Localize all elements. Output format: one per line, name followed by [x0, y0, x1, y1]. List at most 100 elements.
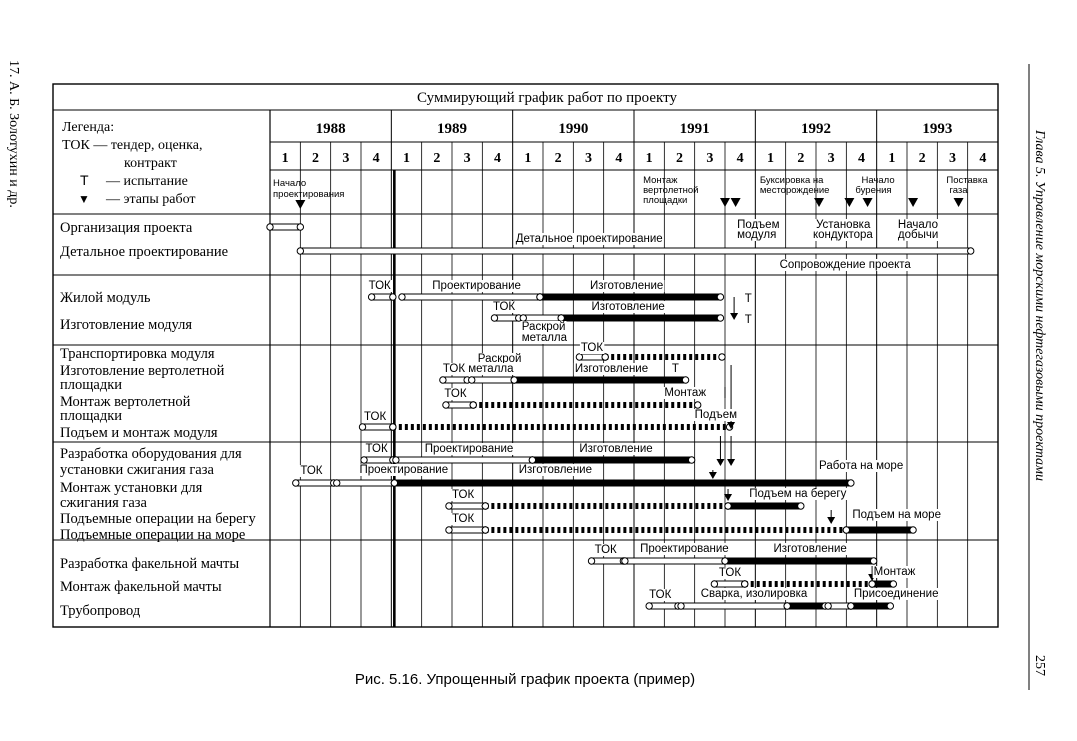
milestone-label: бурения — [855, 185, 891, 196]
activity-label: Т — [745, 314, 752, 326]
bar-start-node — [445, 502, 453, 510]
activity-label: Изготовление — [519, 464, 592, 476]
bar-open — [445, 401, 474, 409]
dependency-arrowhead — [827, 517, 836, 524]
activity-label-bg — [590, 301, 666, 313]
bar-solid — [872, 580, 894, 588]
activity-label: Проектирование — [359, 464, 448, 476]
activity-label: Раскрой — [478, 353, 522, 365]
quarter-label: 2 — [676, 151, 683, 166]
year-label: 1991 — [680, 121, 710, 137]
bar-open — [448, 502, 486, 510]
activity-label-bg — [589, 280, 665, 292]
row-label: Детальное проектирование — [60, 244, 228, 260]
quarter-label: 2 — [433, 151, 440, 166]
bar-start-node — [389, 423, 397, 431]
row-label: Трубопровод — [60, 603, 141, 619]
dependency-arrowhead — [716, 459, 725, 466]
bar-start-node — [783, 602, 791, 610]
bar-end-node — [847, 479, 855, 487]
bar-end-node — [694, 401, 702, 409]
activity-label-bg — [748, 488, 848, 500]
row-label: Изготовление модуля — [60, 317, 192, 333]
bar-start-node — [510, 376, 518, 384]
chart-title: Суммирующий график работ по проекту — [417, 90, 677, 106]
activity-label: Подъем — [737, 219, 779, 231]
quarter-label: 1 — [888, 151, 895, 166]
row-label: площадки — [60, 408, 122, 424]
quarter-label: 3 — [585, 151, 592, 166]
activity-label-bg — [520, 321, 567, 333]
activity-label-bg — [743, 314, 753, 326]
bar-start-node — [398, 293, 406, 301]
stage-triangle — [953, 198, 964, 207]
activity-label: ТОК — [369, 280, 391, 292]
bar-end-node — [797, 502, 805, 510]
activity-label: Проектирование — [425, 443, 514, 455]
activity-label-bg — [717, 567, 743, 579]
bar-start-node — [367, 293, 376, 301]
bar-solid — [539, 293, 721, 301]
bar-end-node — [716, 293, 725, 301]
row-label: Подъем и монтаж модуля — [60, 425, 218, 441]
row-label: Монтаж вертолетной — [60, 394, 191, 410]
bar-end-node — [889, 580, 898, 588]
year-label: 1993 — [922, 121, 952, 137]
activity-label-bg — [815, 219, 872, 231]
activity-label-bg — [896, 229, 940, 241]
bar-start-node — [481, 502, 490, 510]
row-label: Организация проекта — [60, 220, 193, 236]
year-label: 1990 — [558, 121, 588, 137]
bar-start-node — [292, 479, 300, 487]
activity-label-bg — [367, 280, 393, 292]
activity-label-bg — [670, 363, 680, 375]
row-label: Изготовление вертолетной — [60, 363, 225, 379]
activity-label: Проектирование — [640, 543, 729, 555]
activity-label: Изготовление — [592, 301, 665, 313]
activity-label-bg — [593, 544, 619, 556]
bar-start-node — [439, 376, 447, 384]
activity-label-bg — [772, 543, 848, 555]
bar-open — [624, 557, 726, 565]
bar-end-node — [967, 247, 975, 255]
activity-label-bg — [520, 332, 569, 344]
bar-open — [295, 479, 335, 487]
bar-end-node — [716, 314, 725, 322]
activity-label-bg — [699, 588, 809, 600]
legend-stage-text: — этапы работ — [105, 192, 196, 207]
activity-label-bg — [451, 489, 476, 501]
activity-label-bg — [872, 566, 917, 578]
bar-start-node — [847, 602, 855, 610]
milestone-label: Начало — [273, 178, 306, 189]
activity-label-bg — [639, 543, 730, 555]
activity-label-bg — [663, 387, 708, 399]
activity-label-bg — [476, 353, 523, 365]
bar-end-node — [718, 353, 726, 361]
row-label: Подъемные операции на берегу — [60, 511, 256, 527]
quarter-label: 2 — [919, 151, 926, 166]
activity-label-bg — [491, 301, 517, 313]
quarter-label: 3 — [706, 151, 713, 166]
quarter-label: 4 — [737, 151, 744, 166]
activity-label-bg — [431, 280, 522, 292]
bar-solid — [725, 557, 874, 565]
activity-label: модуля — [737, 229, 776, 241]
bar-start-node — [721, 557, 729, 565]
activity-label: Монтаж — [874, 566, 916, 578]
bar-start-node — [481, 526, 490, 534]
activity-label: добычи — [898, 229, 938, 241]
bar-start-node — [296, 247, 305, 255]
bar-solid — [850, 602, 891, 610]
legend-title: Легенда: — [62, 120, 114, 135]
activity-label-bg — [299, 465, 324, 477]
quarter-label: 1 — [646, 151, 653, 166]
activity-label: ТОК — [719, 567, 741, 579]
milestone-label: вертолетной — [643, 185, 698, 196]
quarter-label: 3 — [828, 151, 835, 166]
activity-label-bg — [517, 464, 594, 476]
activity-label-bg — [818, 460, 905, 472]
milestone-label: месторождение — [760, 185, 830, 196]
quarter-label: 1 — [282, 151, 289, 166]
bar-solid — [846, 526, 914, 534]
